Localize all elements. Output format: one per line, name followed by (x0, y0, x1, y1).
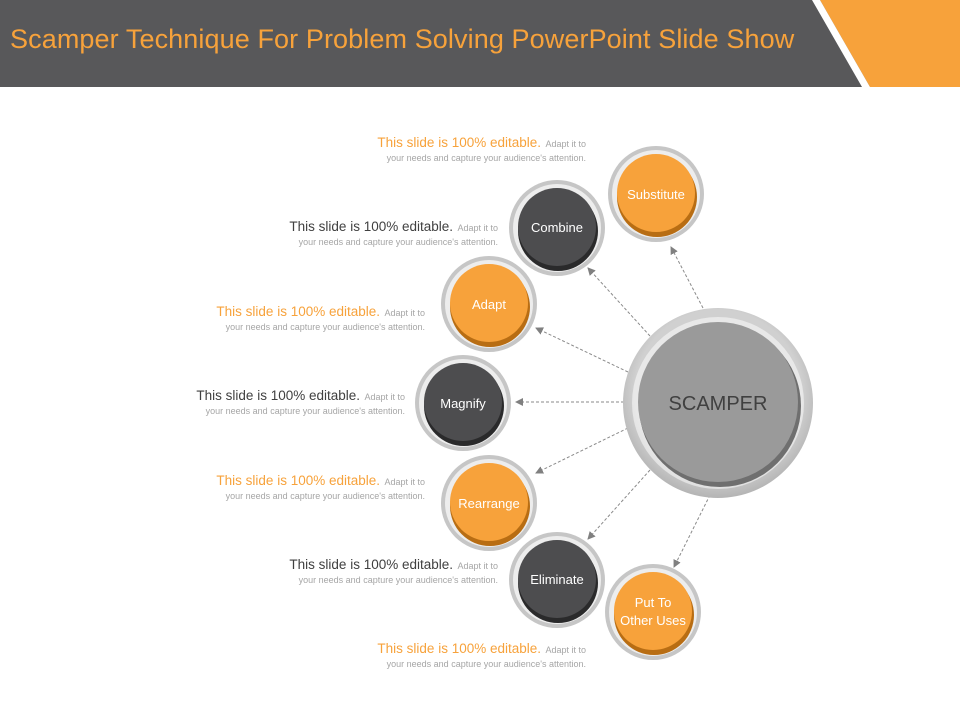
description-lead: This slide is 100% editable. (289, 219, 454, 234)
description-small: Adapt it to (457, 561, 498, 571)
description-small: Adapt it to (384, 477, 425, 487)
description-line2: your needs and capture your audience's a… (298, 237, 498, 247)
description-lead: This slide is 100% editable. (377, 135, 542, 150)
description-line2: your needs and capture your audience's a… (205, 406, 405, 416)
node-label-put-to-other-uses-line2: Other Uses (620, 613, 686, 628)
description-line2: your needs and capture your audience's a… (298, 575, 498, 585)
description-small: Adapt it to (545, 645, 586, 655)
center-node: SCAMPER (623, 308, 813, 498)
connector-adapt (535, 327, 629, 373)
node-magnify: Magnify (415, 355, 511, 451)
description-lead: This slide is 100% editable. (196, 388, 361, 403)
node-label-substitute: Substitute (627, 187, 685, 202)
connector-rearrange (535, 427, 629, 474)
connector-put-to-other-uses (673, 494, 711, 568)
slide-title: Scamper Technique For Problem Solving Po… (10, 24, 795, 54)
description-adapt: This slide is 100% editable. Adapt it to… (105, 305, 425, 334)
description-magnify: This slide is 100% editable. Adapt it to… (85, 389, 405, 418)
description-lead: This slide is 100% editable. (216, 473, 381, 488)
description-substitute: This slide is 100% editable. Adapt it to… (266, 136, 586, 165)
description-eliminate: This slide is 100% editable. Adapt it to… (178, 558, 498, 587)
description-rearrange: This slide is 100% editable. Adapt it to… (105, 474, 425, 503)
node-combine: Combine (509, 180, 605, 276)
center-label: SCAMPER (669, 393, 768, 415)
connector-eliminate (587, 469, 651, 540)
node-label-adapt: Adapt (472, 297, 506, 312)
node-put-to-other-uses: Put To Other Uses (605, 564, 701, 660)
node-label-magnify: Magnify (440, 396, 486, 411)
node-label-eliminate: Eliminate (530, 572, 583, 587)
slide-header: Scamper Technique For Problem Solving Po… (0, 0, 960, 87)
header-accent-shape (812, 0, 960, 87)
description-line2: your needs and capture your audience's a… (386, 153, 586, 163)
connector-combine (587, 267, 651, 337)
description-lead: This slide is 100% editable. (289, 557, 454, 572)
node-label-rearrange: Rearrange (458, 496, 519, 511)
node-eliminate: Eliminate (509, 532, 605, 628)
connector-substitute (670, 246, 704, 309)
description-line2: your needs and capture your audience's a… (386, 659, 586, 669)
node-label-combine: Combine (531, 220, 583, 235)
connector-group (515, 246, 711, 568)
node-rearrange: Rearrange (441, 455, 537, 551)
description-small: Adapt it to (384, 308, 425, 318)
description-small: Adapt it to (545, 139, 586, 149)
description-small: Adapt it to (457, 223, 498, 233)
description-line2: your needs and capture your audience's a… (225, 322, 425, 332)
description-combine: This slide is 100% editable. Adapt it to… (178, 220, 498, 249)
description-line2: your needs and capture your audience's a… (225, 491, 425, 501)
description-lead: This slide is 100% editable. (377, 641, 542, 656)
description-small: Adapt it to (364, 392, 405, 402)
description-lead: This slide is 100% editable. (216, 304, 381, 319)
node-adapt: Adapt (441, 256, 537, 352)
description-put-to-other-uses: This slide is 100% editable. Adapt it to… (266, 642, 586, 671)
node-label-put-to-other-uses-line1: Put To (635, 595, 672, 610)
node-substitute: Substitute (608, 146, 704, 242)
